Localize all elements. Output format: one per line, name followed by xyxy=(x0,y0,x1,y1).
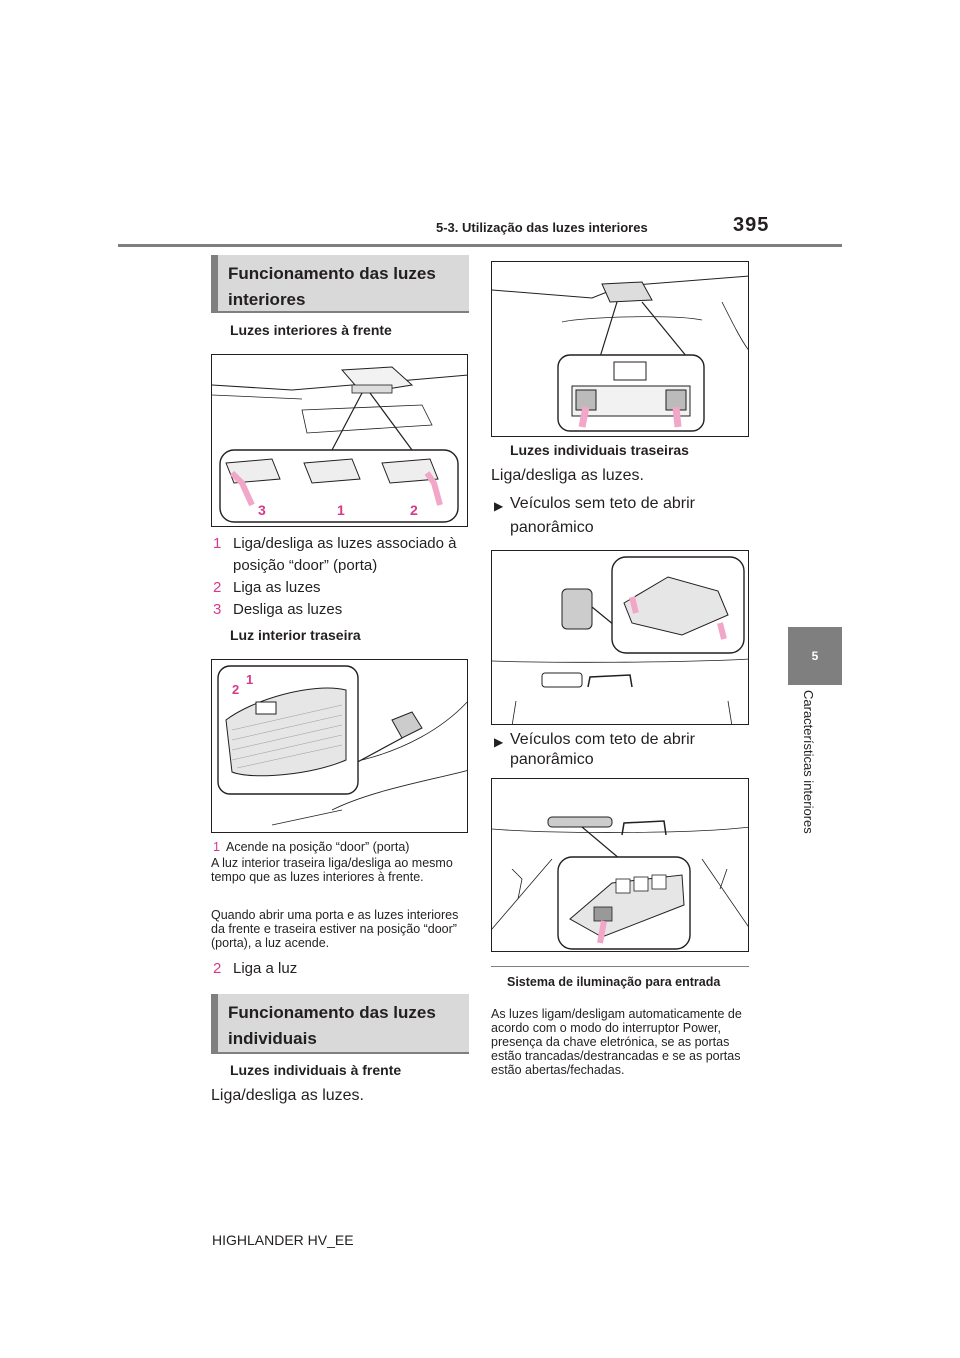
front-item-2-number: 2 xyxy=(213,579,222,596)
bullet-with-panoramic-roof: ▶ Veículos com teto de abrir panorâmico xyxy=(494,730,752,770)
front-item-1: 1 Liga/desliga as luzes associado à posi… xyxy=(213,533,469,577)
callout-3: 3 xyxy=(258,502,266,518)
section-header: 5-3. Utilização das luzes interiores xyxy=(436,220,648,235)
entry-system-title: Sistema de iluminação para entrada xyxy=(507,975,721,989)
rear-item-2-number: 2 xyxy=(213,960,222,977)
front-item-1-text: Liga/desliga as luzes associado à posiçã… xyxy=(233,535,457,574)
entry-system-text: As luzes ligam/desligam automaticamente … xyxy=(491,1007,742,1077)
front-item-3-number: 3 xyxy=(213,601,222,618)
callout-1: 1 xyxy=(337,502,345,518)
figure-with-panoramic-roof xyxy=(491,778,749,952)
figure-rear-individual-lights xyxy=(491,261,749,437)
figure-front-interior-lights: 3 1 2 xyxy=(211,354,468,527)
page-number: 395 xyxy=(733,214,770,236)
figure-without-panoramic-roof xyxy=(491,550,749,725)
front-item-2: 2 Liga as luzes xyxy=(213,577,469,599)
section-title-interior-lights: Funcionamento das luzes interiores xyxy=(211,255,469,313)
rear-callout-1: 1 xyxy=(246,672,253,687)
subheading-front-interior-lights: Luzes interiores à frente xyxy=(230,322,392,338)
rear-item-2: 2 Liga a luz xyxy=(213,958,469,980)
rear-item-1-text: Acende na posição “door” (porta) xyxy=(226,840,410,854)
callout-2: 2 xyxy=(410,502,418,518)
bullet-without-panoramic-roof: ▶ Veículos sem teto de abrir panorâmico xyxy=(494,492,752,540)
bullet-with-panoramic-text: Veículos com teto de abrir panorâmico xyxy=(510,731,695,768)
rear-note-1: A luz interior traseira liga/desliga ao … xyxy=(211,856,453,884)
subheading-rear-interior-light: Luz interior traseira xyxy=(230,627,361,643)
rear-individual-illustration xyxy=(492,275,748,432)
front-item-3-text: Desliga as luzes xyxy=(233,601,343,618)
chapter-label-text: Características interiores xyxy=(801,690,816,834)
individual-front-text: Liga/desliga as luzes. xyxy=(211,1087,364,1104)
rear-item-1-number: 1 xyxy=(213,840,220,854)
footer-model: HIGHLANDER HV_EE xyxy=(212,1232,354,1248)
front-item-1-number: 1 xyxy=(213,535,222,552)
panoramic-illustration xyxy=(492,816,748,950)
subheading-individual-rear: Luzes individuais traseiras xyxy=(510,442,689,458)
individual-rear-text: Liga/desliga as luzes. xyxy=(491,467,644,484)
rear-note-2: Quando abrir uma porta e as luzes interi… xyxy=(211,908,459,950)
rear-item-1: 1 Acende na posição “door” (porta) xyxy=(213,840,469,854)
subheading-individual-front: Luzes individuais à frente xyxy=(230,1062,402,1078)
chapter-tab: 5 xyxy=(788,627,842,685)
rear-callout-2: 2 xyxy=(232,682,239,697)
front-lights-illustration: 3 1 2 xyxy=(212,366,467,523)
note-rule xyxy=(491,966,749,967)
bullet-without-panoramic-text: Veículos sem teto de abrir panorâmico xyxy=(510,495,695,536)
chapter-label: Características interiores xyxy=(801,690,824,890)
section-title-individual-lights: Funcionamento das luzes individuais xyxy=(211,994,469,1054)
header-rule xyxy=(118,244,842,247)
front-item-2-text: Liga as luzes xyxy=(233,579,321,596)
front-item-3: 3 Desliga as luzes xyxy=(213,599,469,621)
no-panoramic-illustration xyxy=(492,556,748,724)
bullet-arrow-icon: ▶ xyxy=(494,735,504,749)
rear-item-2-text: Liga a luz xyxy=(233,960,298,977)
bullet-arrow-icon: ▶ xyxy=(494,499,504,513)
rear-light-illustration: 2 1 xyxy=(217,665,467,826)
figure-rear-interior-light: 2 1 xyxy=(211,659,468,833)
